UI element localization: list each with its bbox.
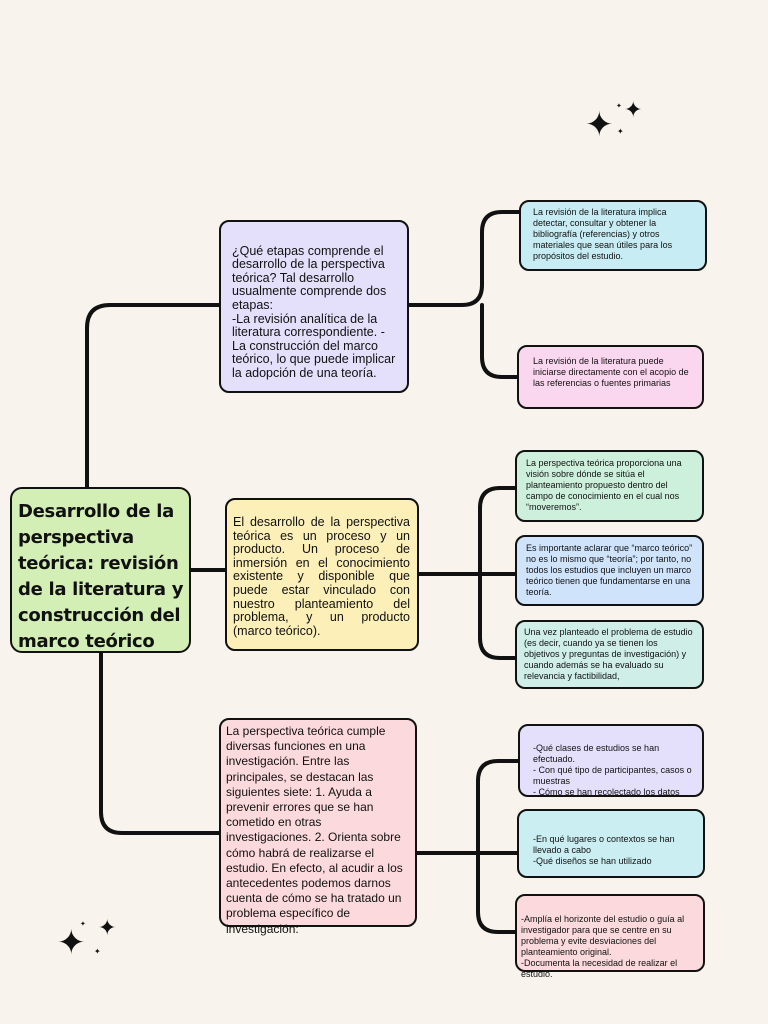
- branch-desarrollo-text: El desarrollo de la perspectiva teórica …: [233, 515, 410, 638]
- sparkle-icon: ✦: [80, 920, 86, 928]
- sparkle-icon: ✦: [624, 98, 643, 123]
- detail-lugares-disenos: -En qué lugares o contextos se han lleva…: [517, 809, 705, 878]
- detail-text: Es importante aclarar que “marco teórico…: [526, 543, 693, 597]
- detail-text: -En qué lugares o contextos se han lleva…: [533, 834, 675, 866]
- detail-clases-estudios: -Qué clases de estudios se han efectuado…: [518, 724, 704, 797]
- detail-text: -Amplía el horizonte del estudio o guía …: [521, 914, 685, 979]
- connector-main-funciones: [99, 651, 221, 835]
- central-topic-title: Desarrollo de la perspectiva teórica: re…: [18, 501, 184, 652]
- sparkle-icon: ✦: [57, 923, 86, 963]
- branch-funciones-text: La perspectiva teórica cumple diversas f…: [226, 724, 403, 936]
- detail-text: -Qué clases de estudios se han efectuado…: [533, 743, 692, 797]
- sparkle-icon: ✦: [94, 947, 101, 956]
- sparkle-icon: ✦: [616, 102, 622, 110]
- connector-desarrollo-fork: [417, 486, 517, 660]
- detail-text: Una vez planteado el problema de estudio…: [524, 627, 693, 681]
- branch-etapas: ¿Qué etapas comprende el desarrollo de l…: [219, 220, 409, 393]
- detail-planteamiento-problema: Una vez planteado el problema de estudio…: [515, 620, 704, 689]
- detail-marco-vs-teoria: Es importante aclarar que “marco teórico…: [515, 535, 704, 606]
- sparkle-icon: ✦: [585, 105, 614, 145]
- central-topic: Desarrollo de la perspectiva teórica: re…: [10, 487, 191, 653]
- detail-revision-literatura: La revisión de la literatura implica det…: [519, 200, 707, 271]
- branch-etapas-text: ¿Qué etapas comprende el desarrollo de l…: [232, 243, 396, 380]
- detail-revision-fuentes-primarias: La revisión de la literatura puede inici…: [517, 345, 704, 409]
- detail-text: La revisión de la literatura puede inici…: [533, 356, 689, 388]
- branch-desarrollo: El desarrollo de la perspectiva teórica …: [225, 498, 419, 651]
- detail-text: La perspectiva teórica proporciona una v…: [526, 458, 682, 512]
- connector-etapas-fork: [407, 210, 521, 379]
- sparkle-icon: ✦: [617, 127, 624, 136]
- detail-text: La revisión de la literatura implica det…: [533, 207, 673, 261]
- branch-funciones: La perspectiva teórica cumple diversas f…: [219, 718, 417, 936]
- detail-horizonte-estudio: -Amplía el horizonte del estudio o guía …: [515, 894, 705, 979]
- connector-funciones-fork: [415, 759, 520, 934]
- sparkle-icon: ✦: [98, 916, 117, 941]
- connector-main-etapas: [85, 303, 221, 489]
- detail-vision-perspectiva: La perspectiva teórica proporciona una v…: [515, 450, 704, 522]
